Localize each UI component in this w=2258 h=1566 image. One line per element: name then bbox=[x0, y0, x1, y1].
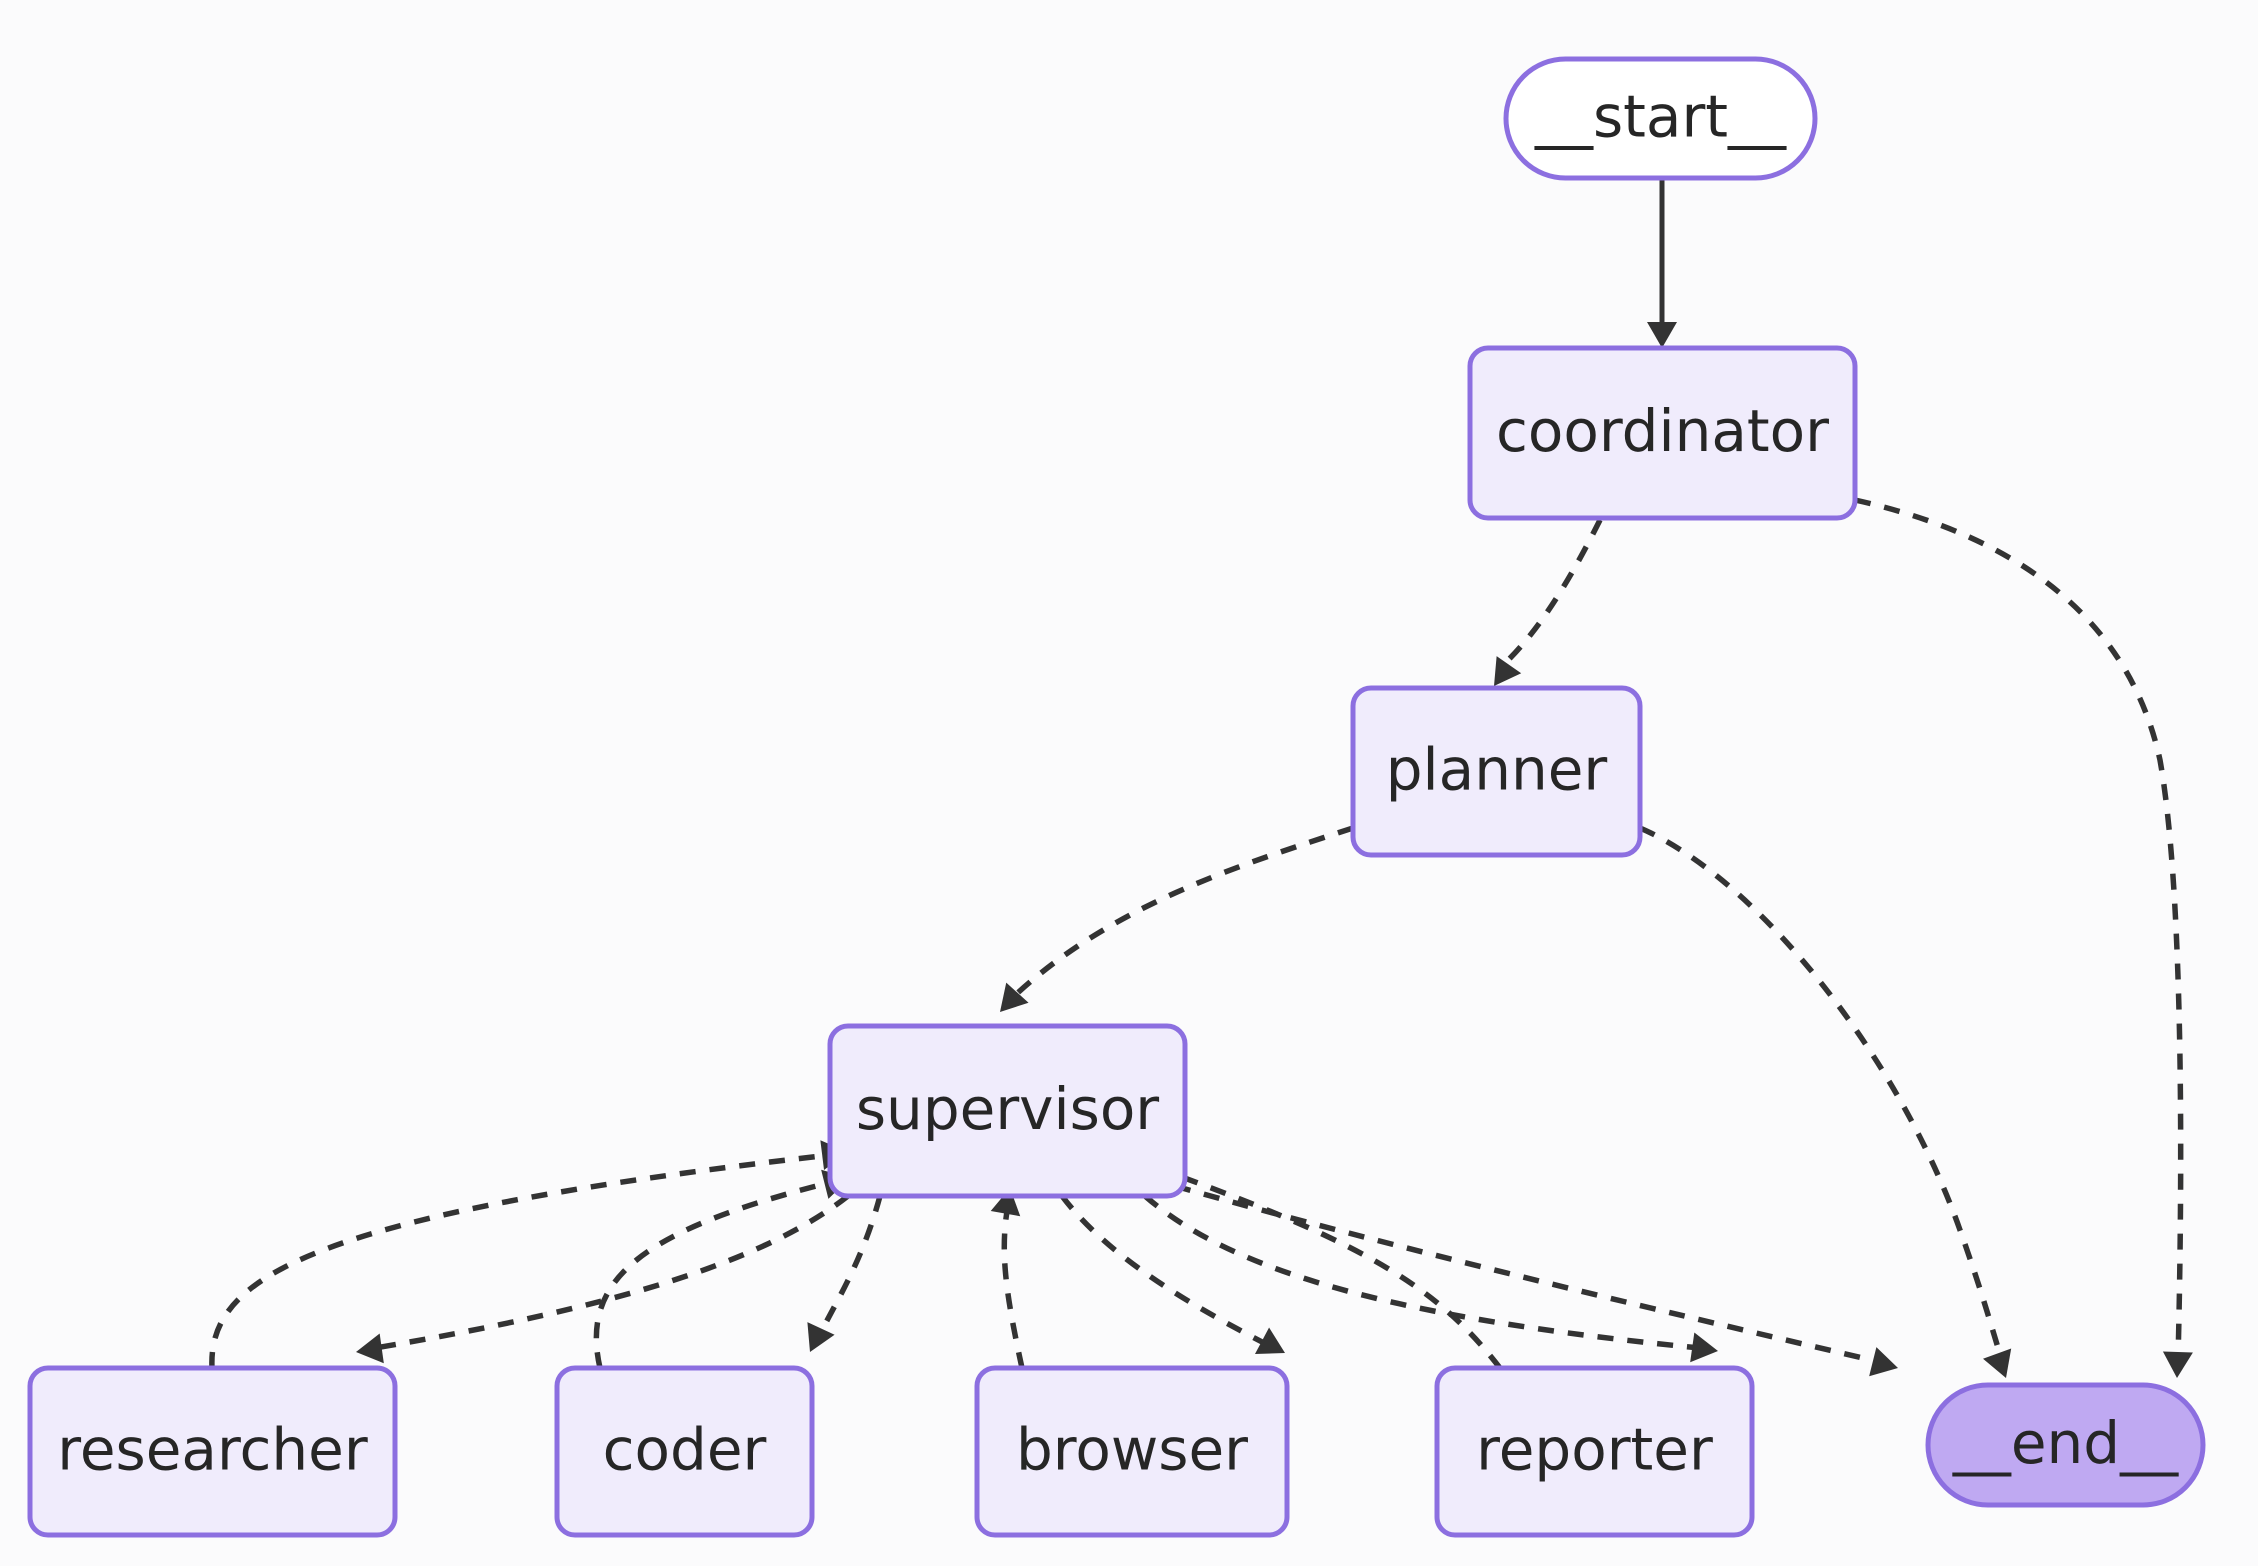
edge-line bbox=[374, 1193, 850, 1351]
edge-line bbox=[1854, 497, 2184, 1361]
arrow-head-icon bbox=[807, 1322, 835, 1352]
edge-planner-to-supervisor bbox=[1000, 825, 1354, 1012]
node-label-supervisor: supervisor bbox=[856, 1075, 1159, 1143]
arrow-head-icon bbox=[1255, 1327, 1285, 1355]
node-shape-end[interactable] bbox=[1925, 1382, 2206, 1508]
edge-line bbox=[1001, 1204, 1025, 1369]
nodes-layer: __start__ coordinator planner supervisor res… bbox=[27, 56, 2206, 1538]
edge-supervisor-to-reporter bbox=[1143, 1193, 1718, 1363]
node-shape-planner[interactable] bbox=[1350, 685, 1643, 858]
node-browser[interactable]: browser bbox=[974, 1365, 1290, 1538]
edge-line bbox=[812, 1195, 883, 1347]
node-coder[interactable]: coder bbox=[554, 1365, 815, 1538]
edge-line bbox=[209, 1152, 831, 1369]
node-shape-start[interactable] bbox=[1503, 56, 1818, 181]
edge-supervisor-to-browser bbox=[1059, 1194, 1285, 1355]
node-shape-researcher[interactable] bbox=[27, 1365, 398, 1538]
node-researcher[interactable]: researcher bbox=[27, 1365, 398, 1538]
node-shape-coder[interactable] bbox=[554, 1365, 815, 1538]
edge-planner-to-end bbox=[1638, 825, 2012, 1378]
node-start[interactable]: __start__ bbox=[1503, 56, 1818, 181]
edge-line bbox=[593, 1179, 833, 1369]
edge-researcher-to-supervisor bbox=[209, 1140, 848, 1369]
node-planner[interactable]: planner bbox=[1350, 685, 1643, 858]
edge-line bbox=[1638, 825, 2005, 1361]
edge-coordinator-to-planner bbox=[1494, 518, 1603, 686]
arrow-head-icon bbox=[1647, 322, 1677, 348]
node-shape-browser[interactable] bbox=[974, 1365, 1290, 1538]
arrow-head-icon bbox=[1869, 1347, 1898, 1377]
edge-line bbox=[1143, 1193, 1701, 1351]
node-shape-coordinator[interactable] bbox=[1467, 345, 1858, 521]
edge-line bbox=[1059, 1194, 1270, 1348]
arrow-head-icon bbox=[990, 1188, 1021, 1217]
edge-line bbox=[1008, 825, 1354, 1002]
edge-coordinator-to-end bbox=[1854, 497, 2193, 1378]
edge-line bbox=[1174, 1183, 1881, 1365]
arrow-head-icon bbox=[1690, 1332, 1718, 1363]
node-label-researcher: researcher bbox=[57, 1416, 368, 1484]
arrow-head-icon bbox=[1000, 982, 1029, 1012]
edge-line bbox=[1498, 518, 1603, 671]
arrow-head-icon bbox=[1494, 656, 1522, 686]
arrow-head-icon bbox=[2162, 1351, 2193, 1378]
edge-supervisor-to-coder bbox=[807, 1195, 883, 1352]
edge-line bbox=[1167, 1169, 1503, 1370]
node-label-start: __start__ bbox=[1534, 83, 1787, 151]
node-label-coder: coder bbox=[603, 1416, 767, 1484]
node-end[interactable]: __end__ bbox=[1925, 1382, 2206, 1508]
edge-supervisor-to-end bbox=[1174, 1183, 1898, 1377]
node-label-end: __end__ bbox=[1952, 1409, 2179, 1477]
node-supervisor[interactable]: supervisor bbox=[827, 1023, 1188, 1199]
edge-browser-to-supervisor bbox=[990, 1188, 1025, 1369]
node-label-planner: planner bbox=[1386, 736, 1608, 804]
node-coordinator[interactable]: coordinator bbox=[1467, 345, 1858, 521]
node-label-coordinator: coordinator bbox=[1496, 397, 1829, 465]
node-reporter[interactable]: reporter bbox=[1434, 1365, 1755, 1538]
node-label-browser: browser bbox=[1016, 1416, 1248, 1484]
node-shape-reporter[interactable] bbox=[1434, 1365, 1755, 1538]
node-shape-supervisor[interactable] bbox=[827, 1023, 1188, 1199]
edge-supervisor-to-researcher bbox=[356, 1193, 850, 1364]
edges-layer bbox=[209, 178, 2193, 1378]
arrow-head-icon bbox=[1983, 1348, 2012, 1378]
edge-start-to-coordinator bbox=[1647, 178, 1677, 348]
arrow-head-icon bbox=[356, 1333, 384, 1364]
node-label-reporter: reporter bbox=[1476, 1416, 1713, 1484]
